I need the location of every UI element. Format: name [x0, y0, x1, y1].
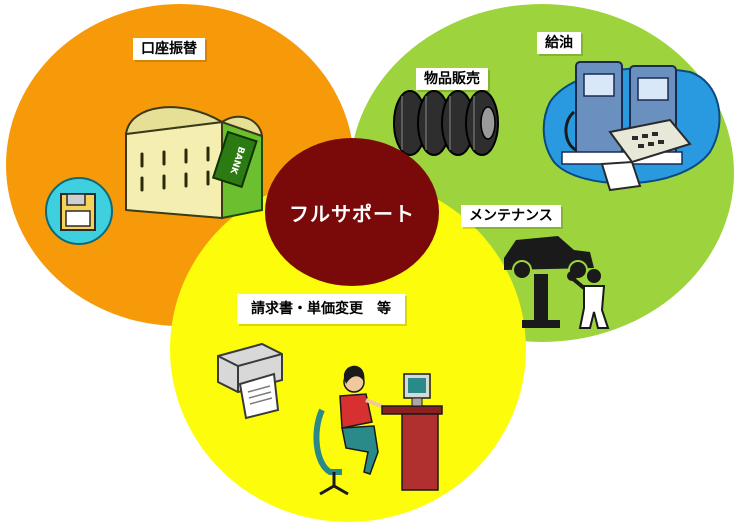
- tires-icon: [393, 90, 499, 156]
- office-worker-icon: [313, 365, 443, 496]
- billing-price-change-label: 請求書・単価変更 等: [237, 294, 405, 324]
- maintenance-label: メンテナンス: [461, 205, 561, 227]
- center-label: フルサポート: [289, 201, 415, 226]
- fuel-label: 給油: [537, 32, 581, 54]
- floppy-disk-icon: [45, 177, 113, 245]
- bank-building-icon: BANK: [124, 106, 264, 220]
- gas-pump-register-icon: [542, 61, 721, 192]
- printer-icon: [217, 342, 283, 420]
- car-lift-mechanic-icon: [504, 236, 610, 329]
- goods-sales-label: 物品販売: [416, 68, 488, 90]
- bank-transfer-label: 口座振替: [133, 38, 205, 60]
- full-support-center-circle: フルサポート: [265, 138, 439, 286]
